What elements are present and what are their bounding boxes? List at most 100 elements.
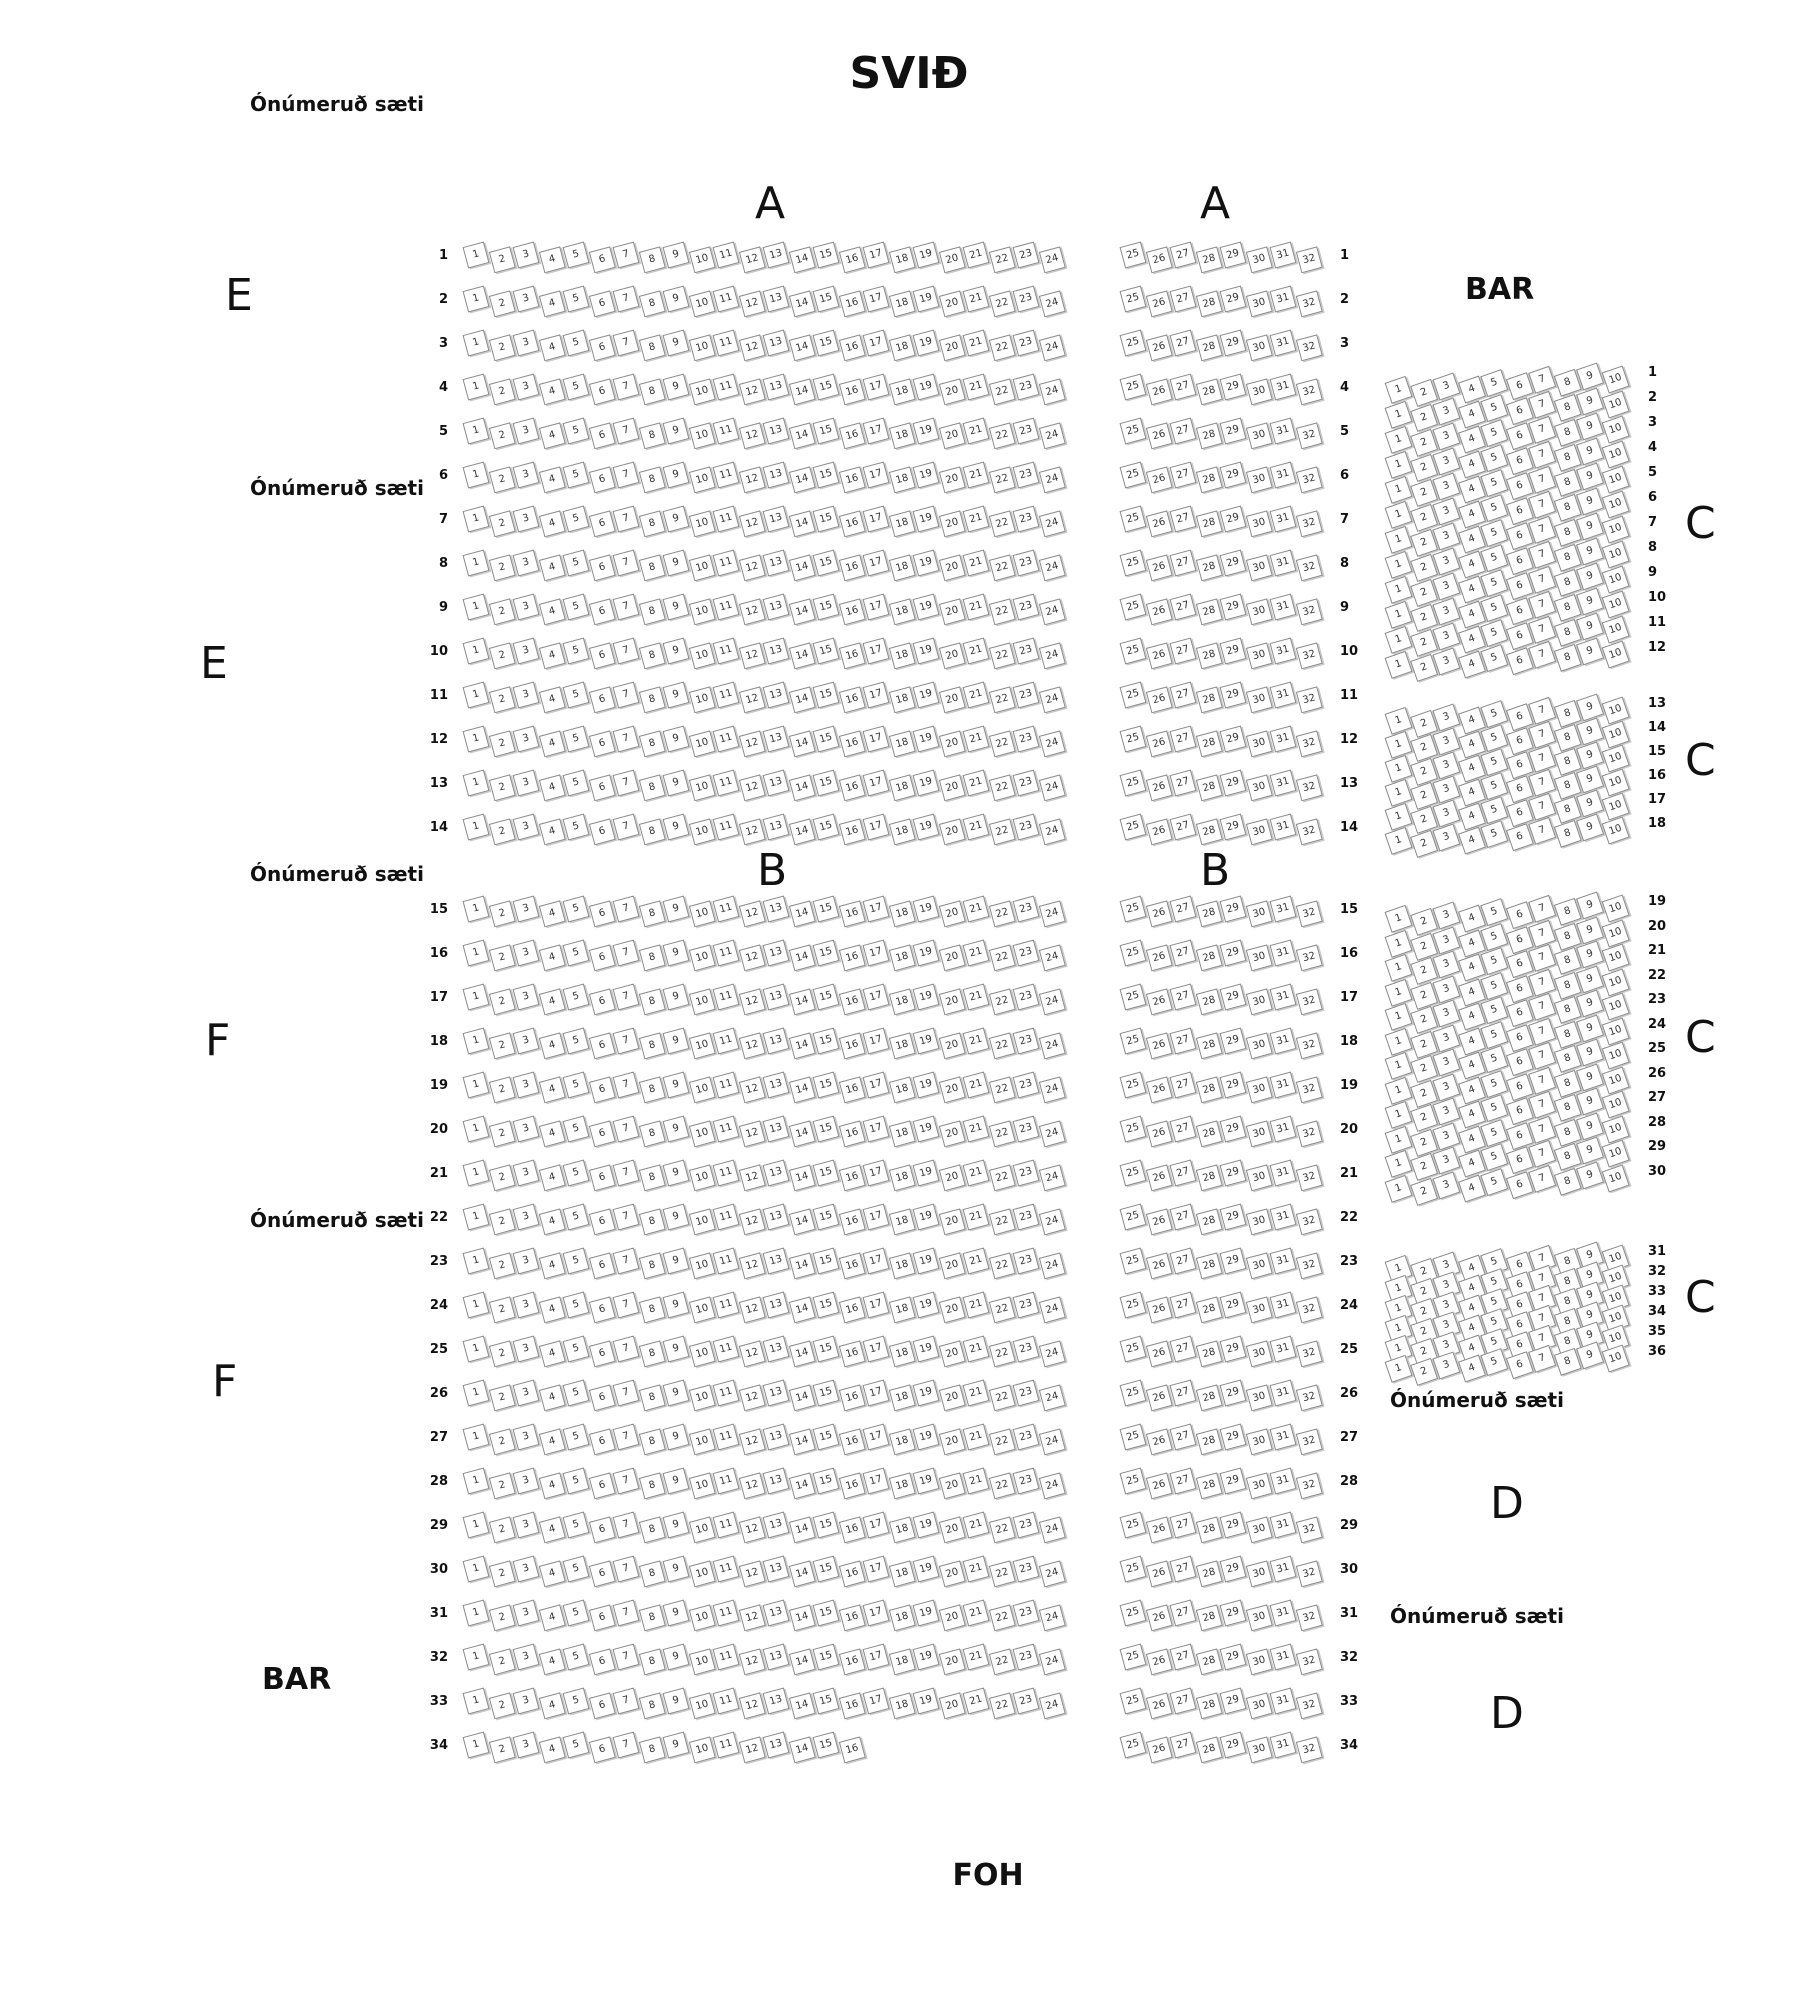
seat[interactable]: 13	[762, 725, 790, 753]
seat[interactable]: 23	[1012, 461, 1040, 489]
seat[interactable]: 28	[1195, 466, 1223, 494]
seat[interactable]: 10	[688, 642, 716, 670]
seat[interactable]: 26	[1145, 642, 1173, 670]
seat[interactable]: 1	[1384, 706, 1413, 735]
seat[interactable]: 1	[1384, 978, 1413, 1007]
seat[interactable]: 8	[638, 944, 666, 972]
seat[interactable]: 2	[488, 1076, 516, 1104]
seat[interactable]: 9	[662, 1379, 690, 1407]
seat[interactable]: 16	[838, 944, 866, 972]
seat[interactable]: 4	[538, 422, 566, 450]
seat[interactable]: 22	[988, 988, 1016, 1016]
seat[interactable]: 26	[1145, 290, 1173, 318]
seat[interactable]: 22	[988, 1208, 1016, 1236]
seat[interactable]: 12	[738, 554, 766, 582]
seat[interactable]: 18	[888, 1560, 916, 1588]
seat[interactable]: 9	[662, 1643, 690, 1671]
seat[interactable]: 1	[462, 373, 490, 401]
seat[interactable]: 32	[1295, 1296, 1323, 1324]
seat[interactable]: 27	[1169, 1423, 1197, 1451]
seat[interactable]: 7	[612, 417, 640, 445]
seat[interactable]: 6	[588, 554, 616, 582]
seat[interactable]: 4	[538, 1120, 566, 1148]
seat[interactable]: 25	[1119, 417, 1147, 445]
seat[interactable]: 2	[488, 1516, 516, 1544]
seat[interactable]: 4	[538, 1604, 566, 1632]
seat[interactable]: 26	[1145, 774, 1173, 802]
seat[interactable]: 13	[762, 1687, 790, 1715]
seat[interactable]: 19	[912, 1027, 940, 1055]
seat[interactable]: 25	[1119, 285, 1147, 313]
seat[interactable]: 22	[988, 730, 1016, 758]
seat[interactable]: 30	[1245, 1472, 1273, 1500]
seat[interactable]: 12	[738, 774, 766, 802]
seat[interactable]: 8	[638, 510, 666, 538]
seat[interactable]: 5	[562, 769, 590, 797]
seat[interactable]: 6	[588, 1692, 616, 1720]
seat[interactable]: 13	[762, 1115, 790, 1143]
seat[interactable]: 32	[1295, 554, 1323, 582]
seat[interactable]: 1	[1384, 575, 1413, 604]
seat[interactable]: 1	[462, 1599, 490, 1627]
seat[interactable]: 8	[638, 1560, 666, 1588]
seat[interactable]: 28	[1195, 1120, 1223, 1148]
seat[interactable]: 24	[1038, 1252, 1066, 1280]
seat[interactable]: 30	[1245, 730, 1273, 758]
seat[interactable]: 22	[988, 1296, 1016, 1324]
seat[interactable]: 27	[1169, 681, 1197, 709]
seat[interactable]: 24	[1038, 598, 1066, 626]
seat[interactable]: 6	[588, 1648, 616, 1676]
seat[interactable]: 10	[688, 1252, 716, 1280]
seat[interactable]: 30	[1245, 642, 1273, 670]
seat[interactable]: 14	[788, 1736, 816, 1764]
seat[interactable]: 13	[762, 1643, 790, 1671]
seat[interactable]: 19	[912, 1643, 940, 1671]
seat[interactable]: 29	[1219, 813, 1247, 841]
seat[interactable]: 24	[1038, 378, 1066, 406]
seat[interactable]: 1	[462, 1115, 490, 1143]
seat[interactable]: 9	[662, 1291, 690, 1319]
seat[interactable]: 25	[1119, 1027, 1147, 1055]
seat[interactable]: 11	[712, 895, 740, 923]
seat[interactable]: 4	[538, 1164, 566, 1192]
seat[interactable]: 5	[562, 1555, 590, 1583]
seat[interactable]: 9	[662, 329, 690, 357]
seat[interactable]: 8	[638, 1736, 666, 1764]
seat[interactable]: 20	[938, 554, 966, 582]
seat[interactable]: 1	[1384, 1051, 1413, 1080]
seat[interactable]: 1	[1384, 400, 1413, 429]
seat[interactable]: 17	[862, 1423, 890, 1451]
seat[interactable]: 1	[462, 681, 490, 709]
seat[interactable]: 12	[738, 1472, 766, 1500]
seat[interactable]: 8	[638, 818, 666, 846]
seat[interactable]: 3	[512, 1247, 540, 1275]
seat[interactable]: 31	[1269, 1555, 1297, 1583]
seat[interactable]: 8	[638, 730, 666, 758]
seat[interactable]: 19	[912, 637, 940, 665]
seat[interactable]: 1	[1384, 475, 1413, 504]
seat[interactable]: 3	[512, 417, 540, 445]
seat[interactable]: 25	[1119, 1599, 1147, 1627]
seat[interactable]: 10	[688, 944, 716, 972]
seat[interactable]: 15	[812, 813, 840, 841]
seat[interactable]: 26	[1145, 1032, 1173, 1060]
seat[interactable]: 21	[962, 1115, 990, 1143]
seat[interactable]: 2	[488, 422, 516, 450]
seat[interactable]: 10	[688, 1208, 716, 1236]
seat[interactable]: 28	[1195, 818, 1223, 846]
seat[interactable]: 5	[562, 1643, 590, 1671]
seat[interactable]: 12	[738, 290, 766, 318]
seat[interactable]: 13	[762, 769, 790, 797]
seat[interactable]: 23	[1012, 1115, 1040, 1143]
seat[interactable]: 29	[1219, 373, 1247, 401]
seat[interactable]: 1	[1384, 375, 1413, 404]
seat[interactable]: 7	[612, 1599, 640, 1627]
seat[interactable]: 9	[662, 769, 690, 797]
seat[interactable]: 18	[888, 1340, 916, 1368]
seat[interactable]: 21	[962, 983, 990, 1011]
seat[interactable]: 23	[1012, 593, 1040, 621]
seat[interactable]: 11	[712, 1115, 740, 1143]
seat[interactable]: 13	[762, 681, 790, 709]
seat[interactable]: 18	[888, 334, 916, 362]
seat[interactable]: 16	[838, 900, 866, 928]
